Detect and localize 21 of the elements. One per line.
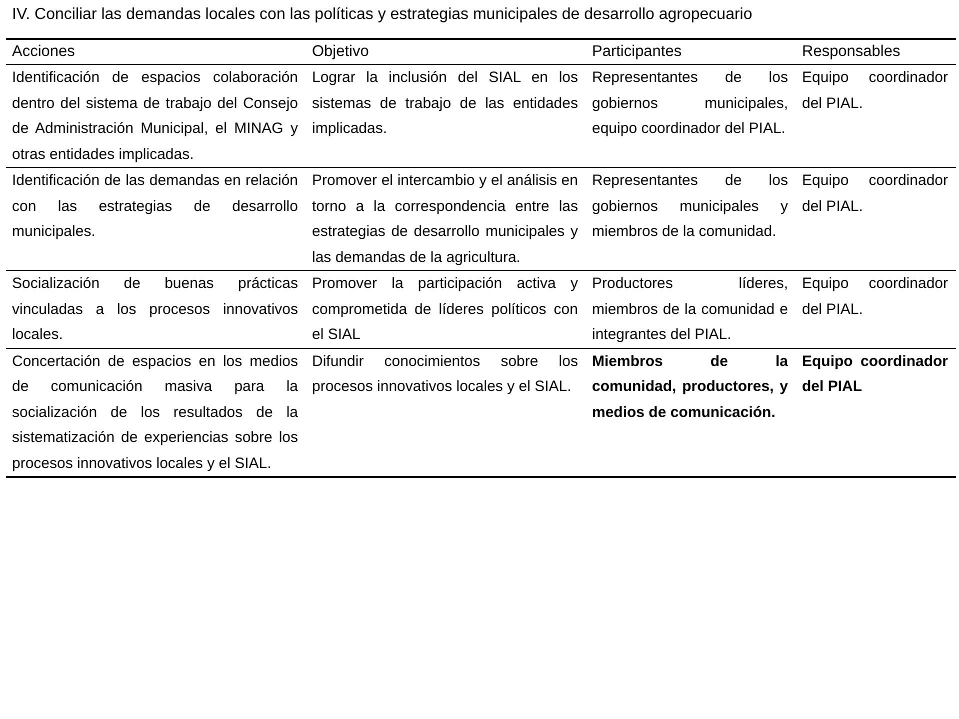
- table-cell-text: Equipo coordinador del PIAL: [801, 352, 949, 397]
- table-cell: Equipo coordinador del PIAL.: [796, 65, 956, 168]
- table-cell: Representantes de los gobiernos municipales y miembros de la comunidad.: [586, 168, 796, 271]
- table-cell: Representantes de los gobiernos municipales, equipo coordinador del PIAL.: [586, 65, 796, 168]
- table-cell: Productores líderes, miembros de la comunidad e integrantes del PIAL.: [586, 271, 796, 348]
- table-cell: Equipo coordinador del PIAL.: [796, 168, 956, 271]
- table-cell: Promover el intercambio y el análisis en torno a la correspondencia entre las estrategias de desarrollo municipales y las demandas de la agricultura.: [306, 168, 586, 271]
- table-cell: Socialización de buenas prácticas vinculadas a los procesos innovativos locales.: [6, 271, 306, 348]
- column-header: Responsables: [796, 40, 956, 65]
- table-cell: Promover la participación activa y comprometida de líderes políticos con el SIAL: [306, 271, 586, 348]
- column-header: Acciones: [6, 40, 306, 65]
- column-header: Objetivo: [306, 40, 586, 65]
- table-cell: Identificación de espacios colaboración dentro del sistema de trabajo del Consejo de Administración Municipal, el MINAG y otras entidades implicadas.: [6, 65, 306, 168]
- table-cell: Identificación de las demandas en relación con las estrategias de desarrollo municipales.: [6, 168, 306, 271]
- table-cell-text: Miembros de la comunidad, productores, y medios de comunicación.: [591, 352, 789, 422]
- table-cell: Lograr la inclusión del SIAL en los sistemas de trabajo de las entidades implicadas.: [306, 65, 586, 168]
- table-cell-text: Difundir conocimientos sobre los procesos innovativos locales y el SIAL.: [311, 352, 579, 397]
- column-header: Participantes: [586, 40, 796, 65]
- table-cell: Equipo coordinador del PIAL.: [796, 271, 956, 348]
- table-title: IV. Conciliar las demandas locales con las políticas y estrategias municipales de desarrollo agropecuario: [12, 6, 752, 24]
- table-cell-text: Concertación de espacios en los medios de comunicación masiva para la socialización de los resultados de la sistematización de experiencias sobre los procesos innovativos locales y el SIAL.: [11, 352, 299, 474]
